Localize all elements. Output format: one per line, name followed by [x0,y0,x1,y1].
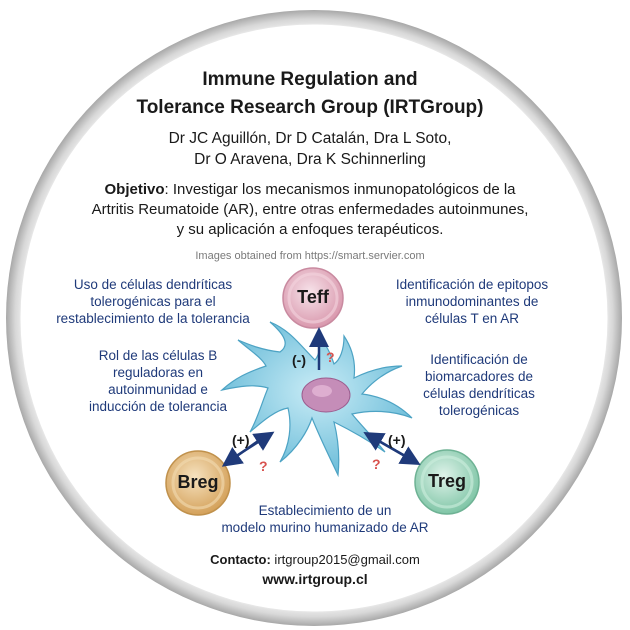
objective: Objetivo: Investigar los mecanismos inmu… [70,180,550,240]
research-line-dendritic: Uso de células dendríticas tolerogénicas… [56,277,250,326]
authors-line-1: Dr JC Aguillón, Dr D Catalán, Dra L Soto… [168,130,452,147]
title-line-1: Immune Regulation and [202,69,418,90]
research-line-bcells: Rol de las células B reguladoras en auto… [88,348,228,414]
objective-line-3: y su aplicación a enfoques terapéuticos. [176,221,444,238]
authors: Dr JC Aguillón, Dr D Catalán, Dra L Soto… [90,128,530,170]
research-line-murine-model: Establecimiento de un modelo murino huma… [221,503,429,535]
treg-question: ? [372,456,381,472]
website-link[interactable]: www.irtgroup.cl [262,571,368,587]
group-title: Immune Regulation and Tolerance Research… [100,66,520,122]
teff-sign: (-) [292,352,306,368]
breg-cell [165,450,231,516]
contact: Contacto: irtgroup2015@gmail.com [150,552,480,567]
objective-line-1: : Investigar los mecanismos inmunopatoló… [164,181,516,198]
arrow-to-breg [221,434,266,467]
teff-question: ? [326,349,335,365]
contact-email[interactable]: irtgroup2015@gmail.com [270,552,420,567]
breg-question: ? [259,458,268,474]
breg-label: Breg [177,472,219,492]
treg-sign: (+) [388,432,406,448]
authors-line-2: Dr O Aravena, Dra K Schinnerling [194,151,426,168]
research-line-epitopes: Identificación de epitopos inmunodominan… [395,277,549,326]
treg-label: Treg [427,471,466,491]
breg-sign: (+) [232,432,250,448]
treg-cell [414,449,480,515]
research-line-biomarkers: Identificación de biomarcadores de célul… [423,352,535,418]
objective-line-2: Artritis Reumatoide (AR), entre otras en… [91,201,529,218]
image-credit: Images obtained from https://smart.servi… [195,250,425,262]
title-line-2: Tolerance Research Group (IRTGroup) [136,97,484,118]
teff-label: Teff [297,287,329,307]
arrow-to-dc-from-treg [363,432,413,462]
objective-label: Objetivo [104,181,165,198]
contact-label: Contacto: [210,552,271,567]
